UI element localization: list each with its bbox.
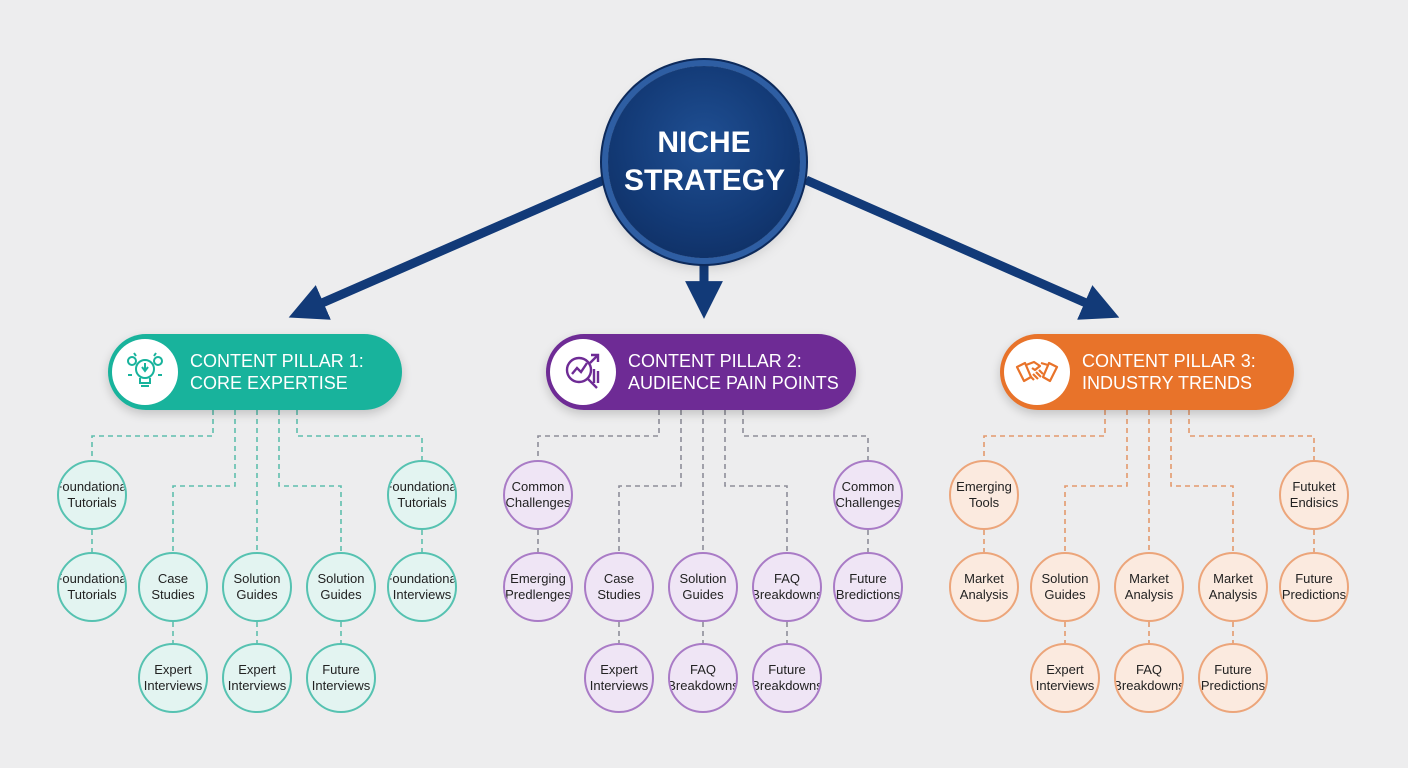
pillar-3-connector-5 [1188,410,1315,460]
topic-node: Common Challenges [503,460,573,530]
topic-node: Futuket Endisics [1279,460,1349,530]
arrow-to-pillar-3 [804,175,1120,320]
niche-strategy-hub: NICHE STRATEGY [608,66,800,258]
topic-node: Solution Guides [306,552,376,622]
topic-node: Market Analysis [1114,552,1184,622]
topic-node: Emerging Predlenges [503,552,573,622]
arrow-to-pillar-1 [288,175,606,320]
topic-node: Future Predictions [1198,643,1268,713]
pillar-2-connector-4 [724,410,788,552]
pillar-2-line1: CONTENT PILLAR 2: [628,351,802,371]
topic-node: Future Breakdowns [752,643,822,713]
topic-node-label: Common Challenges [835,479,901,510]
pillar-3-badge [1004,339,1070,405]
pillar-1-line1: CONTENT PILLAR 1: [190,351,364,371]
pillar-2-badge [550,339,616,405]
pillar-1-connector-5 [296,410,423,460]
topic-node-label: Solution Guides [317,571,365,602]
topic-node: Future Bredictions [833,552,903,622]
topic-node-label: Expert Interviews [227,662,287,693]
topic-node-label: Solution Guides [679,571,727,602]
content-pillar-1: CONTENT PILLAR 1: CORE EXPERTISE [108,334,402,410]
topic-node: Foundational Interviews [387,552,457,622]
topic-node-label: FAQ Breakdowns [668,662,738,693]
topic-node-label: Foundational Tutorials [387,479,457,510]
topic-node-label: FAQ Breakdowns [752,571,822,602]
topic-node: Foundational Tutorials [387,460,457,530]
topic-node: Foundational Tutorials [57,552,127,622]
topic-node: FAQ Breakdowns [752,552,822,622]
topic-node-label: Market Analysis [959,571,1009,602]
pillar-3-line1: CONTENT PILLAR 3: [1082,351,1256,371]
topic-node-label: Emerging Predlenges [505,571,571,602]
pillar-2-connector-5 [742,410,869,460]
topic-node: Case Studies [138,552,208,622]
topic-node: Expert Interviews [584,643,654,713]
magnifier-chart-icon [565,353,600,389]
topic-node: FAQ Breakdowns [1114,643,1184,713]
pillar-3-connector-2 [1064,410,1128,552]
topic-node: Expert Interviews [138,643,208,713]
topic-node: Emerging Tools [949,460,1019,530]
pillar-1-connector-4 [278,410,342,552]
topic-node-label: Future Bredictions [835,571,901,602]
topic-node-label: Futuket Endisics [1289,479,1339,510]
pillar-3-line2: INDUSTRY TRENDS [1082,373,1253,393]
topic-node: Solution Guides [1030,552,1100,622]
topic-node: Future Predictions [1279,552,1349,622]
pillar-2-connector-1 [537,410,660,460]
topic-node: Case Studies [584,552,654,622]
topic-node-label: Foundational Interviews [387,571,457,602]
pillar-1-connector-2 [172,410,236,552]
pillar-1-connector-1 [91,410,214,460]
topic-node: Common Challenges [833,460,903,530]
topic-node-label: Solution Guides [233,571,281,602]
topic-node-label: Future Breakdowns [752,662,822,693]
topic-node: Market Analysis [1198,552,1268,622]
topic-node-label: Market Analysis [1208,571,1258,602]
topic-node: FAQ Breakdowns [668,643,738,713]
topic-node: Market Analysis [949,552,1019,622]
topic-node-label: Emerging Tools [956,479,1012,510]
topic-node: Expert Interviews [222,643,292,713]
content-pillar-2: CONTENT PILLAR 2: AUDIENCE PAIN POINTS [546,334,856,410]
pillar-2-line2: AUDIENCE PAIN POINTS [628,373,839,393]
topic-node-label: Expert Interviews [589,662,649,693]
topic-node-label: Solution Guides [1041,571,1089,602]
topic-node: Future Interviews [306,643,376,713]
topic-node-label: Future Interviews [311,662,371,693]
topic-node: Solution Guides [222,552,292,622]
topic-node-label: Future Predictions [1200,662,1266,693]
dashed-connectors [91,410,1315,643]
hub-title: NICHE STRATEGY [624,126,786,197]
topic-node-label: FAQ Breakdowns [1114,662,1184,693]
topic-node: Solution Guides [668,552,738,622]
topic-node-label: Common Challenges [505,479,571,510]
topic-node-label: Market Analysis [1124,571,1174,602]
pillar-2-connector-2 [618,410,682,552]
content-pillar-3: CONTENT PILLAR 3: INDUSTRY TRENDS [1000,334,1294,410]
topic-node-label: Case Studies [597,571,641,602]
pillar-3-connector-1 [983,410,1106,460]
topic-node-label: Expert Interviews [1035,662,1095,693]
topic-node: Foundational Tutorials [57,460,127,530]
topic-node-label: Expert Interviews [143,662,203,693]
handshake-icon [1015,360,1059,383]
topic-node-label: Foundational Tutorials [57,479,127,510]
topic-node-label: Case Studies [151,571,195,602]
pillar-3-connector-4 [1170,410,1234,552]
topic-node: Expert Interviews [1030,643,1100,713]
pillar-1-badge [112,339,178,405]
pillar-1-line2: CORE EXPERTISE [190,373,348,393]
lightbulb-gear-icon [127,352,163,387]
topic-node-label: Future Predictions [1281,571,1347,602]
topic-node-label: Foundational Tutorials [57,571,127,602]
